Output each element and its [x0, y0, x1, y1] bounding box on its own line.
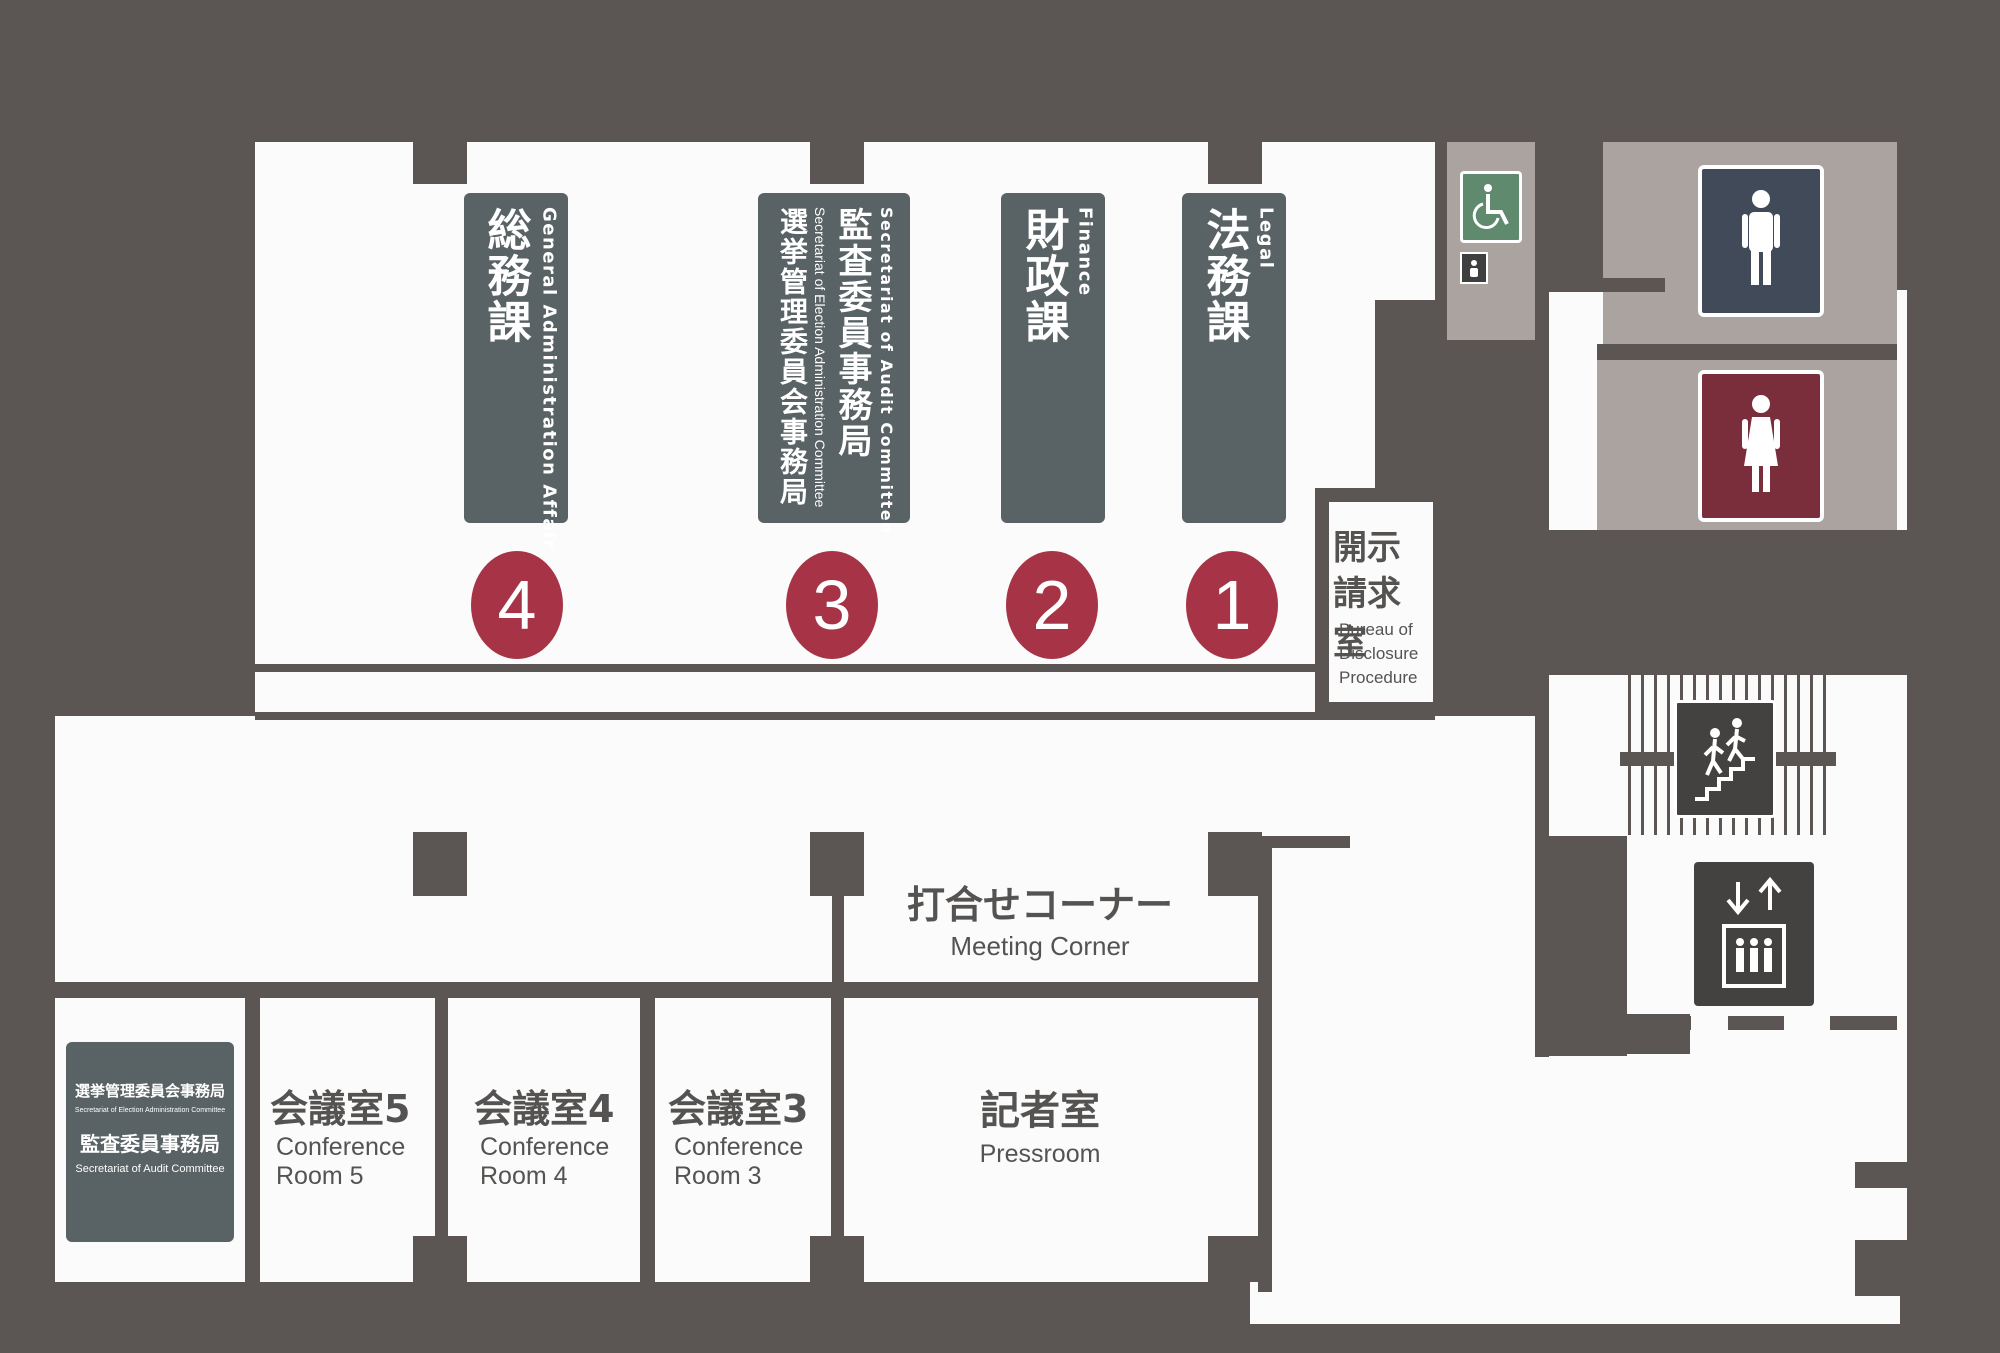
stairs-icon: [1674, 700, 1776, 818]
banner-label-jp: 総務課: [479, 207, 531, 345]
conference-room-5-jp: 会議室5: [270, 1087, 411, 1131]
banner-general-administration: General Administration Affair 総務課: [464, 193, 568, 551]
restroom-wall: [1535, 142, 1603, 282]
elevator-door: [1830, 1016, 1897, 1030]
south-wall: [1855, 1240, 1907, 1296]
conference-room-3-jp: 会議室3: [668, 1087, 809, 1131]
pressroom-jp: 記者室: [980, 1088, 1100, 1134]
disclosure-label-line2: Disclosure: [1339, 644, 1419, 663]
secretariat-line1-en: Secretariat of Election Administration C…: [74, 1107, 226, 1114]
main-corridor: [55, 716, 1535, 984]
banner-legal: Legal 法務課: [1182, 193, 1286, 523]
disclosure-room: 開示 請求室 Bureau of Disclosure Procedure: [1329, 502, 1433, 702]
badge-3: 3: [786, 551, 878, 659]
conference-room-4-label: 会議室4 Conference Room 4: [474, 1078, 614, 1191]
pillar: [1208, 832, 1262, 896]
conference-room-5: [260, 998, 435, 1282]
banner-audit-committee: Secretariat of Audit Committee 監査委員事務局 S…: [758, 193, 910, 535]
restroom-entry: [1551, 292, 1597, 530]
secretariat-line2-jp: 監査委員事務局: [80, 1132, 220, 1156]
core-wall: [1535, 530, 1907, 675]
banner-label-en: Finance: [1074, 207, 1096, 297]
south-wall: [1855, 1162, 1907, 1188]
pressroom: [844, 998, 1258, 1282]
wheelchair-icon: [1460, 171, 1522, 243]
elevator-icon: [1694, 862, 1814, 1006]
womens-restroom-icon: [1698, 370, 1824, 522]
conference-room-5-en-1: Conference: [276, 1133, 406, 1161]
conference-room-4-en-2: Room 4: [480, 1162, 568, 1190]
banner-label-en: Legal: [1255, 207, 1277, 270]
conference-room-3-label: 会議室3 Conference Room 3: [668, 1078, 808, 1191]
pressroom-en: Pressroom: [979, 1140, 1101, 1168]
disclosure-title-line1: 開示: [1333, 528, 1401, 568]
conference-room-3-en-2: Room 3: [674, 1162, 762, 1190]
conference-room-3: [655, 998, 831, 1282]
meeting-corner-jp: 打合せコーナー: [906, 883, 1173, 927]
disclosure-label-line1: Bureau of: [1339, 620, 1413, 639]
secretariat-line1-jp: 選挙管理委員会事務局: [74, 1082, 225, 1100]
badge-2: 2: [1006, 551, 1098, 659]
pillar: [413, 1236, 467, 1282]
mens-restroom-icon: [1698, 165, 1824, 317]
badge-4: 4: [471, 551, 563, 659]
office-south-wall: [255, 712, 1435, 720]
banner-finance: Finance 財政課: [1001, 193, 1105, 523]
meeting-east-wall: [1258, 840, 1272, 1292]
disclosure-title-line2: 請求室: [1333, 574, 1401, 663]
restroom-wall: [1535, 278, 1665, 292]
elevator-door: [1627, 1016, 1691, 1030]
banner-label-jp: 法務課: [1198, 207, 1250, 345]
pressroom-label: 記者室 Pressroom: [880, 1078, 1200, 1169]
meeting-corner-en: Meeting Corner: [950, 931, 1130, 961]
pillar: [413, 142, 467, 184]
conference-room-4-jp: 会議室4: [474, 1087, 615, 1131]
disclosure-label-line3: Procedure: [1339, 668, 1418, 687]
badge-1: 1: [1186, 551, 1278, 659]
banner-label-en: Secretariat of Audit Committee: [877, 207, 896, 535]
pillar: [413, 832, 467, 896]
secretariat-line2-en: Secretariat of Audit Committee: [75, 1163, 225, 1175]
conference-room-3-en-1: Conference: [674, 1133, 804, 1161]
banner-label-en-2: Secretariat of Election Administration C…: [812, 207, 828, 508]
secretariat-sign: 選挙管理委員会事務局 Secretariat of Election Admin…: [66, 1042, 234, 1242]
banner-label-en: General Administration Affair: [538, 207, 560, 551]
pillar: [1208, 1236, 1262, 1282]
meeting-north-wall: [1258, 836, 1350, 848]
restroom-wall: [1597, 344, 1897, 360]
banner-label-jp-2: 選挙管理委員会事務局: [776, 207, 809, 507]
banner-label-jp: 財政課: [1017, 207, 1069, 345]
meeting-corner-label: 打合せコーナー Meeting Corner: [870, 874, 1210, 962]
pillar: [1208, 142, 1262, 184]
office-rail: [255, 664, 1317, 672]
conference-room-5-label: 会議室5 Conference Room 5: [270, 1078, 410, 1191]
meeting-west-wall: [832, 870, 844, 998]
conference-room-4: [448, 998, 640, 1282]
pillar: [810, 142, 864, 184]
conference-room-4-en-1: Conference: [480, 1133, 610, 1161]
baby-changing-icon: [1460, 252, 1488, 284]
conference-room-5-en-2: Room 5: [276, 1162, 364, 1190]
elevator-door: [1728, 1016, 1784, 1030]
rooms-north-wall: [55, 982, 1260, 998]
pillar: [810, 1236, 864, 1282]
banner-label-jp: 監査委員事務局: [832, 207, 872, 459]
